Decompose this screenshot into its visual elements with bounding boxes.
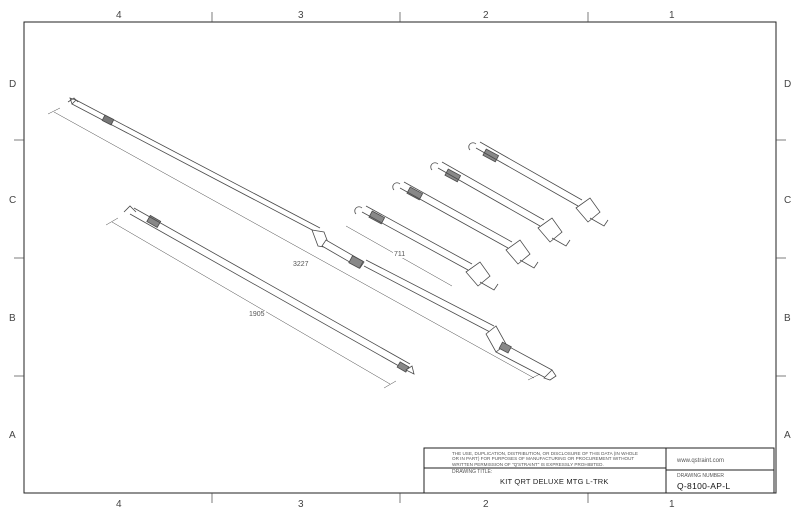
dim-label-short: 711 [393, 251, 407, 258]
medium-strap-assembly [105, 205, 415, 389]
company-website: www.qstraint.com [677, 458, 725, 464]
dim-label-medium: 1905 [248, 311, 266, 318]
zone-row-c-right: C [784, 195, 792, 206]
drawing-number-label: DRAWING NUMBER [677, 473, 725, 479]
zone-ticks [14, 12, 786, 503]
zone-col-1-top: 1 [669, 10, 675, 21]
medium-dim-line [111, 221, 391, 385]
long-strap-assembly [47, 97, 557, 381]
long-strap-end-tip [67, 97, 79, 103]
drawing-title-label: DRAWING TITLE: [452, 469, 493, 475]
zone-col-3-bottom: 3 [298, 499, 304, 510]
short-strap-2 [392, 181, 539, 269]
zone-row-a-left: A [9, 430, 16, 441]
usage-notice: THE USE, DUPLICATION, DISTRIBUTION, OR D… [452, 451, 638, 467]
zone-col-1-bottom: 1 [669, 499, 675, 510]
zone-row-b-right: B [784, 313, 791, 324]
title-block [423, 447, 775, 494]
zone-row-d-left: D [9, 79, 17, 90]
medium-strap-webbing [129, 207, 411, 371]
long-dim-line [53, 111, 535, 379]
zone-row-d-right: D [784, 79, 792, 90]
dim-label-long: 3227 [292, 261, 310, 268]
drawing-number: Q-8100-AP-L [677, 481, 731, 491]
short-strap-3 [430, 161, 571, 247]
drawing-title: KIT QRT DELUXE MTG L-TRK [500, 477, 609, 486]
zone-row-b-left: B [9, 313, 16, 324]
long-strap-webbing [71, 99, 321, 233]
zone-col-4-top: 4 [116, 10, 122, 21]
zone-col-2-top: 2 [483, 10, 489, 21]
zone-col-3-top: 3 [298, 10, 304, 21]
zone-row-c-left: C [9, 195, 17, 206]
zone-col-2-bottom: 2 [483, 499, 489, 510]
zone-col-4-bottom: 4 [116, 499, 122, 510]
zone-row-a-right: A [784, 430, 791, 441]
short-strap-1 [345, 205, 499, 291]
short-strap-4 [468, 141, 609, 227]
